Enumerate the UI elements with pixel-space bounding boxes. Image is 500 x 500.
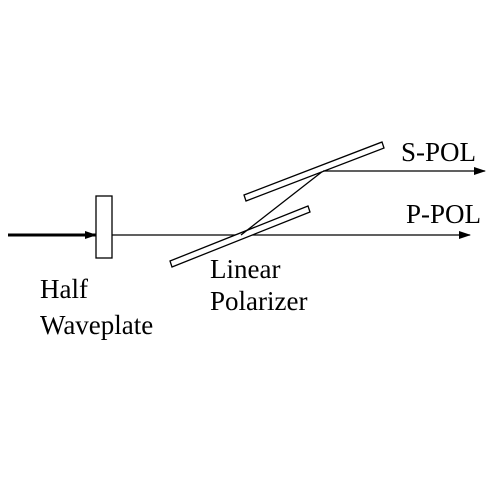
waveplate-label: Waveplate <box>40 310 153 340</box>
p-pol-label: P-POL <box>406 199 481 229</box>
mirror-plate <box>243 141 385 202</box>
linear-label: Linear <box>210 254 280 284</box>
s-pol-reflection-path <box>240 170 324 236</box>
polarizer-label: Polarizer <box>210 286 307 316</box>
half-label: Half <box>40 274 88 304</box>
linear-polarizer-plate <box>169 205 311 268</box>
half-waveplate <box>95 195 113 259</box>
s-pol-label: S-POL <box>401 137 476 167</box>
